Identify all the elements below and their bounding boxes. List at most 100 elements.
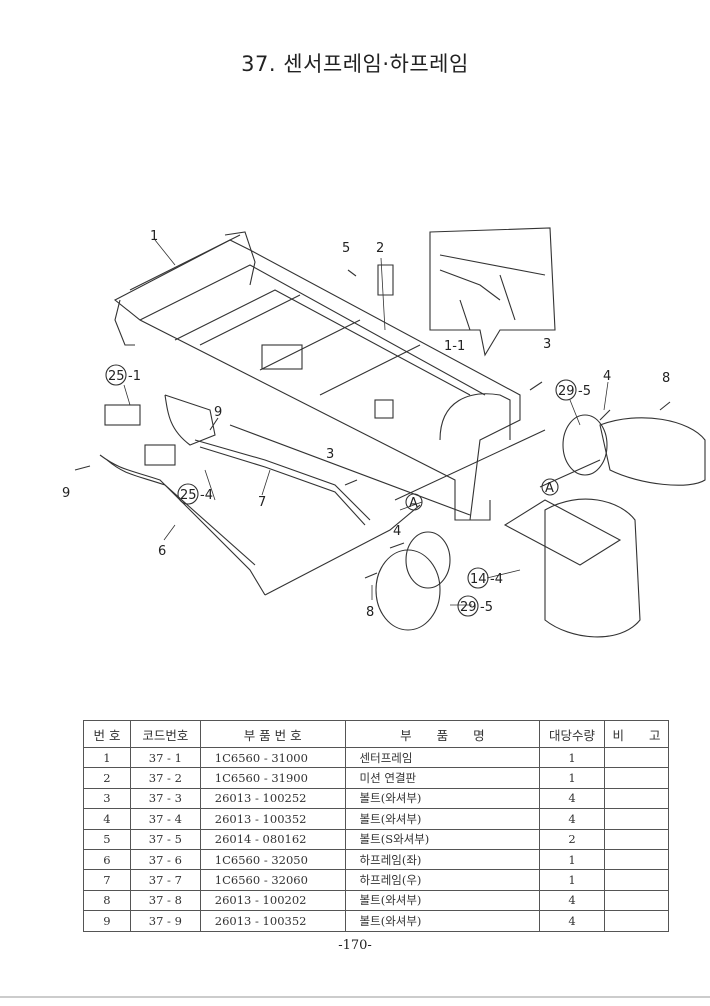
cell-no: 3	[83, 787, 131, 810]
callout-25-suffix: -1	[128, 369, 141, 384]
cell-no: 6	[83, 848, 131, 871]
callout-a: A	[545, 481, 554, 496]
callout-29-suffix: -5	[578, 384, 591, 399]
scan-edge	[0, 996, 710, 998]
cell-code: 37 - 4	[129, 808, 201, 830]
cell-name: 볼트(와셔부)	[344, 787, 541, 810]
cell-qty: 4	[539, 808, 605, 830]
cell-note	[604, 746, 669, 769]
exploded-parts-diagram: 1 5 2 1-1 3 4 8 29 -5 25 -1 9 9 3 25 -4 …	[62, 227, 706, 638]
header-part-no: 부 품 번 호	[199, 720, 346, 748]
cell-part-no: 1C6560 - 31900	[199, 767, 346, 789]
callout-29: 29	[460, 600, 477, 615]
callout-7: 7	[258, 495, 266, 510]
cell-no: 5	[83, 828, 131, 850]
cell-note	[604, 910, 669, 932]
cell-part-no: 26013 - 100352	[199, 910, 346, 932]
center-frame-drawing	[113, 231, 521, 521]
callout-4: 4	[393, 524, 401, 539]
callout-9: 9	[214, 405, 222, 420]
callout-6: 6	[158, 544, 166, 559]
header-note: 비 고	[604, 720, 669, 748]
cell-note	[604, 869, 669, 891]
cell-part-no: 26013 - 100202	[199, 889, 346, 912]
cell-code: 37 - 3	[129, 787, 201, 810]
callout-14: 14	[470, 572, 487, 587]
cell-part-no: 1C6560 - 31000	[199, 746, 346, 769]
cell-name: 볼트(와셔부)	[344, 910, 541, 932]
cell-qty: 1	[539, 746, 605, 769]
page-number: -170-	[338, 938, 372, 953]
callout-3: 3	[543, 337, 551, 352]
callout-29: 29	[558, 384, 575, 399]
cell-qty: 1	[539, 767, 605, 789]
callout-labels: 1 5 2 1-1 3 4 8 29 -5 25 -1 9 9 3 25 -4 …	[62, 229, 670, 620]
cell-part-no: 26013 - 100252	[199, 787, 346, 810]
callout-5: 5	[342, 241, 350, 256]
cell-name: 하프레임(우)	[344, 869, 541, 891]
callout-4: 4	[603, 369, 611, 384]
callout-25: 25	[180, 488, 197, 503]
callout-1: 1	[150, 229, 158, 244]
cell-no: 7	[83, 869, 131, 891]
cell-qty: 4	[539, 787, 605, 810]
cell-code: 37 - 5	[129, 828, 201, 850]
cell-code: 37 - 9	[129, 910, 201, 932]
cell-no: 8	[83, 889, 131, 912]
sub-frames-drawing	[99, 394, 421, 596]
callout-leaders	[123, 239, 609, 606]
callout-29-suffix: -5	[480, 600, 493, 615]
cell-part-no: 26014 - 080162	[199, 828, 346, 850]
cell-no: 4	[83, 808, 131, 830]
callout-2: 2	[376, 241, 384, 256]
cell-name: 볼트(와셔부)	[344, 808, 541, 830]
cell-qty: 4	[539, 889, 605, 912]
cell-note	[604, 828, 669, 850]
cell-name: 센터프레임	[344, 746, 541, 769]
cell-qty: 2	[539, 828, 605, 850]
cell-part-no: 26013 - 100352	[199, 808, 346, 830]
header-part-name: 부 품 명	[344, 720, 541, 748]
cell-no: 2	[83, 767, 131, 789]
header-no: 번 호	[83, 720, 131, 748]
cell-no: 9	[83, 910, 131, 932]
cell-note	[604, 889, 669, 912]
cell-code: 37 - 6	[129, 848, 201, 871]
cell-note	[604, 787, 669, 810]
cell-code: 37 - 7	[129, 869, 201, 891]
callout-1-1: 1-1	[444, 339, 465, 354]
inset-detail-drawing	[429, 227, 556, 357]
cell-part-no: 1C6560 - 32050	[199, 848, 346, 871]
cell-note	[604, 808, 669, 830]
cell-name: 미션 연결판	[344, 767, 541, 789]
cell-name: 하프레임(좌)	[344, 848, 541, 871]
cell-code: 37 - 1	[129, 746, 201, 769]
table-header-row: 번 호 코드번호 부 품 번 호 부 품 명 대당수량 비 고	[83, 720, 669, 748]
callout-a: A	[409, 496, 418, 511]
callout-25-suffix: -4	[200, 488, 213, 503]
cell-qty: 4	[539, 910, 605, 932]
cell-qty: 1	[539, 848, 605, 871]
callout-3: 3	[326, 447, 334, 462]
cell-qty: 1	[539, 869, 605, 891]
transmission-housings-drawing	[375, 414, 706, 638]
cell-no: 1	[83, 746, 131, 769]
header-qty: 대당수량	[539, 720, 605, 748]
cell-code: 37 - 2	[129, 767, 201, 789]
bolts-drawing	[74, 264, 671, 579]
cell-note	[604, 767, 669, 789]
page-title: 37. 센서프레임·하프레임	[241, 52, 469, 76]
cell-name: 볼트(S와셔부)	[344, 828, 541, 850]
cell-code: 37 - 8	[129, 889, 201, 912]
cell-name: 볼트(와셔부)	[344, 889, 541, 912]
callout-14-suffix: -4	[490, 572, 503, 587]
callout-8: 8	[366, 605, 374, 620]
